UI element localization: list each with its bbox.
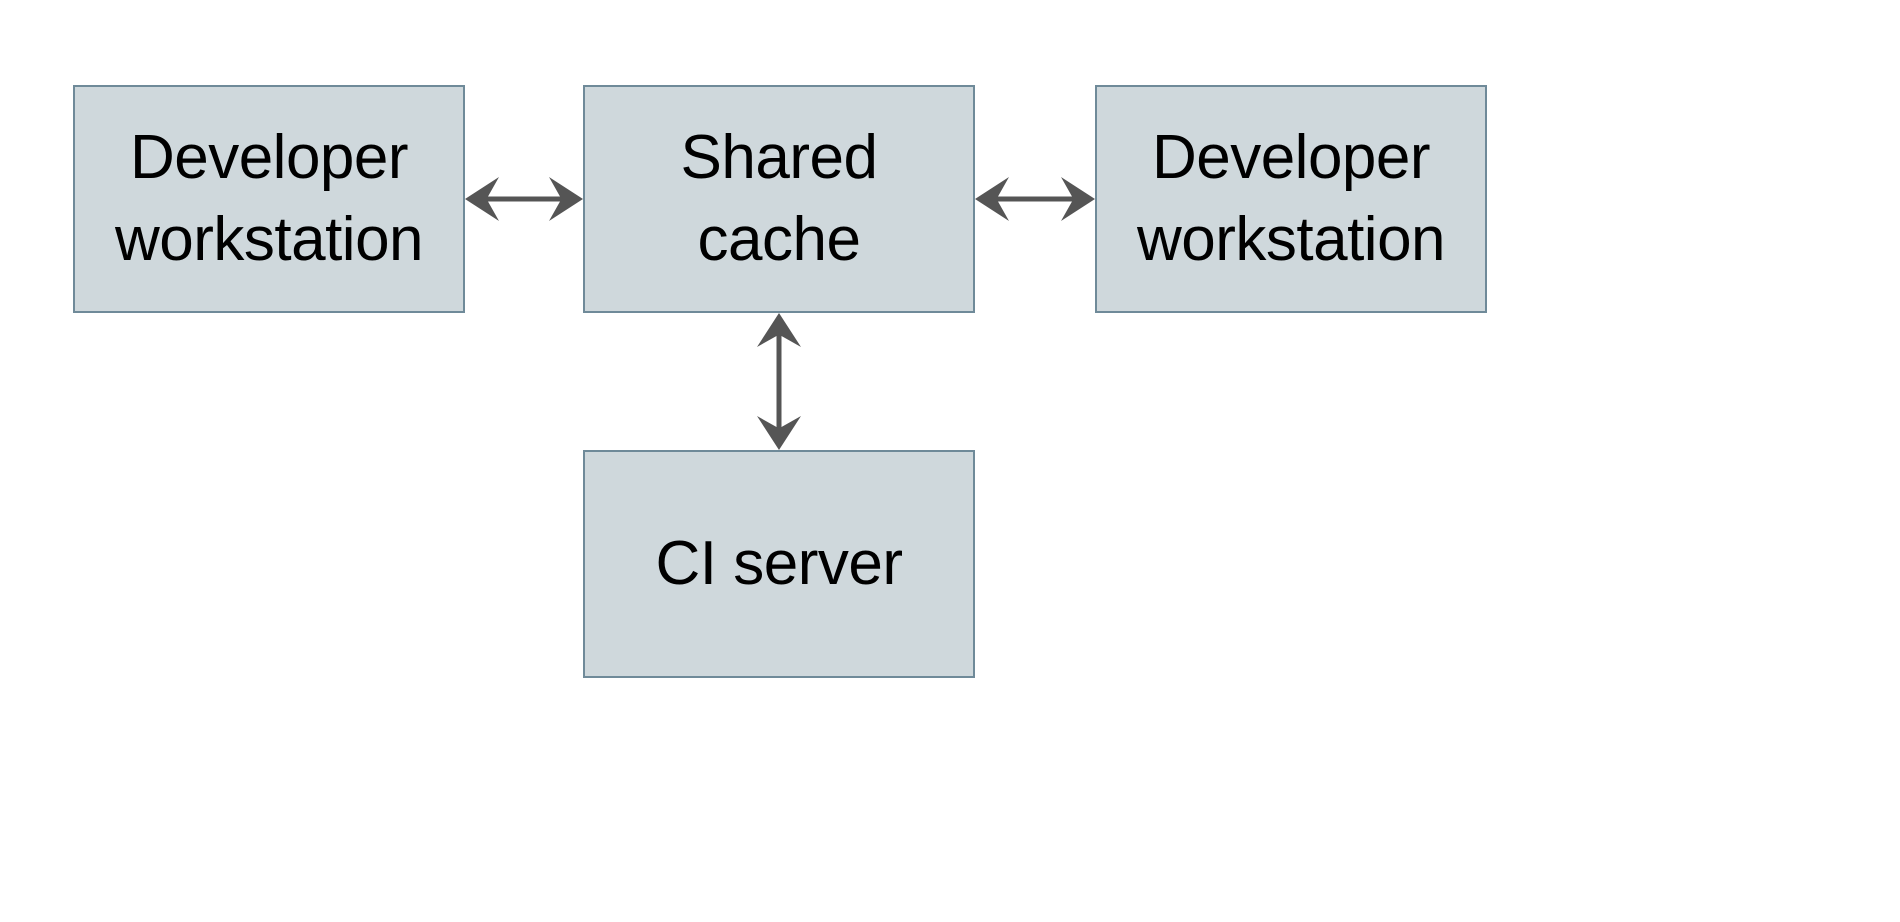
node-ci-server[interactable]: CI server bbox=[583, 450, 975, 678]
node-developer-workstation-left[interactable]: Developer workstation bbox=[73, 85, 465, 313]
connector-left-workstation-to-shared-cache bbox=[465, 169, 583, 229]
node-developer-workstation-right[interactable]: Developer workstation bbox=[1095, 85, 1487, 313]
double-arrow-icon bbox=[975, 177, 1095, 221]
connector-ci-server-to-shared-cache bbox=[749, 313, 809, 450]
double-arrow-icon bbox=[757, 313, 801, 450]
node-shared-cache[interactable]: Shared cache bbox=[583, 85, 975, 313]
connector-shared-cache-to-right-workstation bbox=[975, 169, 1095, 229]
double-arrow-icon bbox=[465, 177, 583, 221]
